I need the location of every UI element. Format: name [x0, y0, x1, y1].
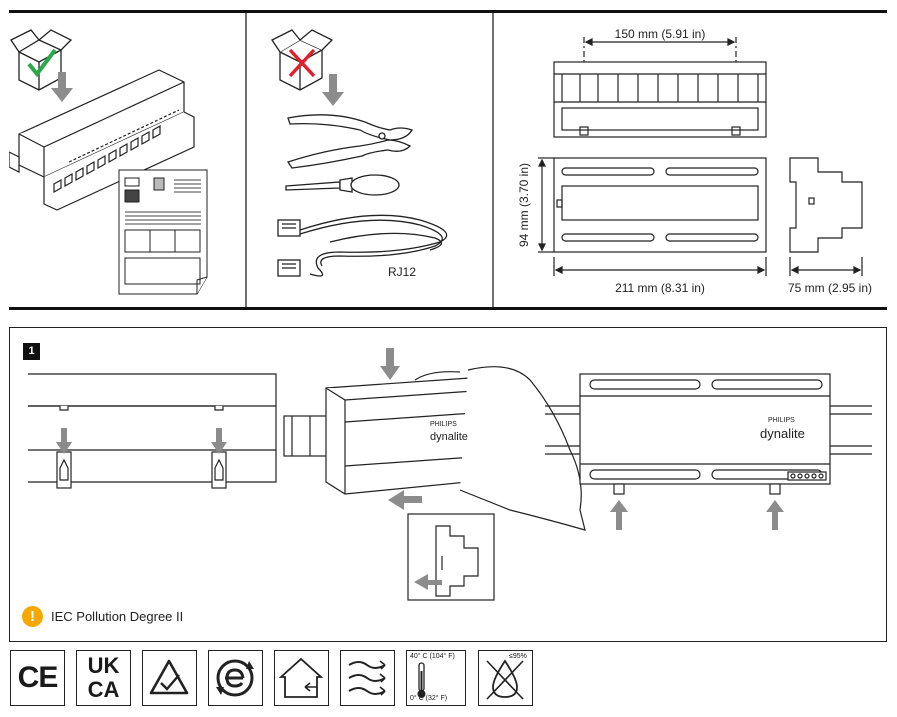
width-dimension-label: 150 mm (5.91 in): [615, 27, 706, 41]
temperature-max-text: 40° C (104° F): [410, 653, 455, 660]
temperature-range-mark: 40° C (104° F) 0° C (32° F): [406, 650, 466, 706]
top-frame: [9, 10, 887, 310]
box-no-icon: [271, 29, 334, 91]
temperature-min-text: 0° C (32° F): [410, 695, 448, 702]
depth-dimension-label: 75 mm (2.95 in): [788, 281, 872, 295]
module-on-rail-illustration: [283, 366, 586, 531]
dimensions-panel: 150 mm (5.91 in) 94 mm (3.70 in) 211 mm …: [500, 22, 885, 307]
mounting-illustration: PHILIPS dynalite PHILIPS dynalite: [10, 340, 886, 602]
length-dimension-label: 211 mm (8.31 in): [615, 281, 705, 295]
pollution-note: ! IEC Pollution Degree II: [22, 603, 183, 629]
indoor-use-mark: [274, 650, 329, 706]
up-arrow-icon: [610, 500, 628, 512]
screwdriver-icon: [285, 174, 400, 196]
rcm-mark: [142, 650, 197, 706]
rj12-cable-icon: [277, 214, 448, 277]
module-illustration: [9, 69, 195, 211]
ukca-mark: UK CA: [76, 650, 131, 706]
warning-icon: !: [22, 605, 43, 627]
brand-name-text: dynalite: [760, 426, 805, 441]
ukca-bottom-text: CA: [87, 677, 120, 702]
left-arrow-icon: [414, 574, 428, 590]
brand-top-text: PHILIPS: [430, 421, 457, 428]
mounted-module-illustration: [545, 373, 872, 495]
tools-panel: RJ12: [270, 22, 480, 302]
ce-mark-text: CE: [17, 661, 59, 694]
down-arrow-icon: [380, 366, 400, 380]
top-frame-lines: [9, 10, 887, 310]
down-arrow-icon: [51, 88, 73, 102]
e-recycle-mark: [208, 650, 263, 706]
package-contents-panel: [9, 22, 239, 302]
down-arrow-icon: [322, 92, 344, 106]
height-dimension-label: 94 mm (3.70 in): [517, 163, 531, 247]
humidity-text: ≤95%: [509, 653, 527, 660]
release-detail-inset: [407, 513, 495, 601]
left-arrow-icon: [388, 490, 404, 510]
pliers-icon: [286, 114, 413, 169]
humidity-mark: ≤95%: [478, 650, 533, 706]
down-arrow-icon: [211, 442, 227, 454]
ventilation-mark: [340, 650, 395, 706]
check-icon: [27, 48, 57, 78]
ukca-top-text: UK: [87, 653, 120, 678]
din-clip-diagram: [28, 373, 277, 489]
brand-top-text: PHILIPS: [768, 417, 795, 424]
brand-name-text: dynalite: [430, 431, 468, 443]
up-arrow-icon: [766, 500, 784, 512]
down-arrow-shaft: [58, 72, 66, 90]
ce-mark: CE: [10, 650, 65, 706]
cross-icon: [288, 48, 316, 78]
cable-label: RJ12: [388, 265, 416, 279]
mounting-frame: [9, 327, 887, 642]
step-number-badge: 1: [23, 343, 40, 360]
pollution-note-text: IEC Pollution Degree II: [51, 608, 184, 624]
documents-illustration: [118, 169, 208, 295]
down-arrow-icon: [56, 442, 72, 454]
